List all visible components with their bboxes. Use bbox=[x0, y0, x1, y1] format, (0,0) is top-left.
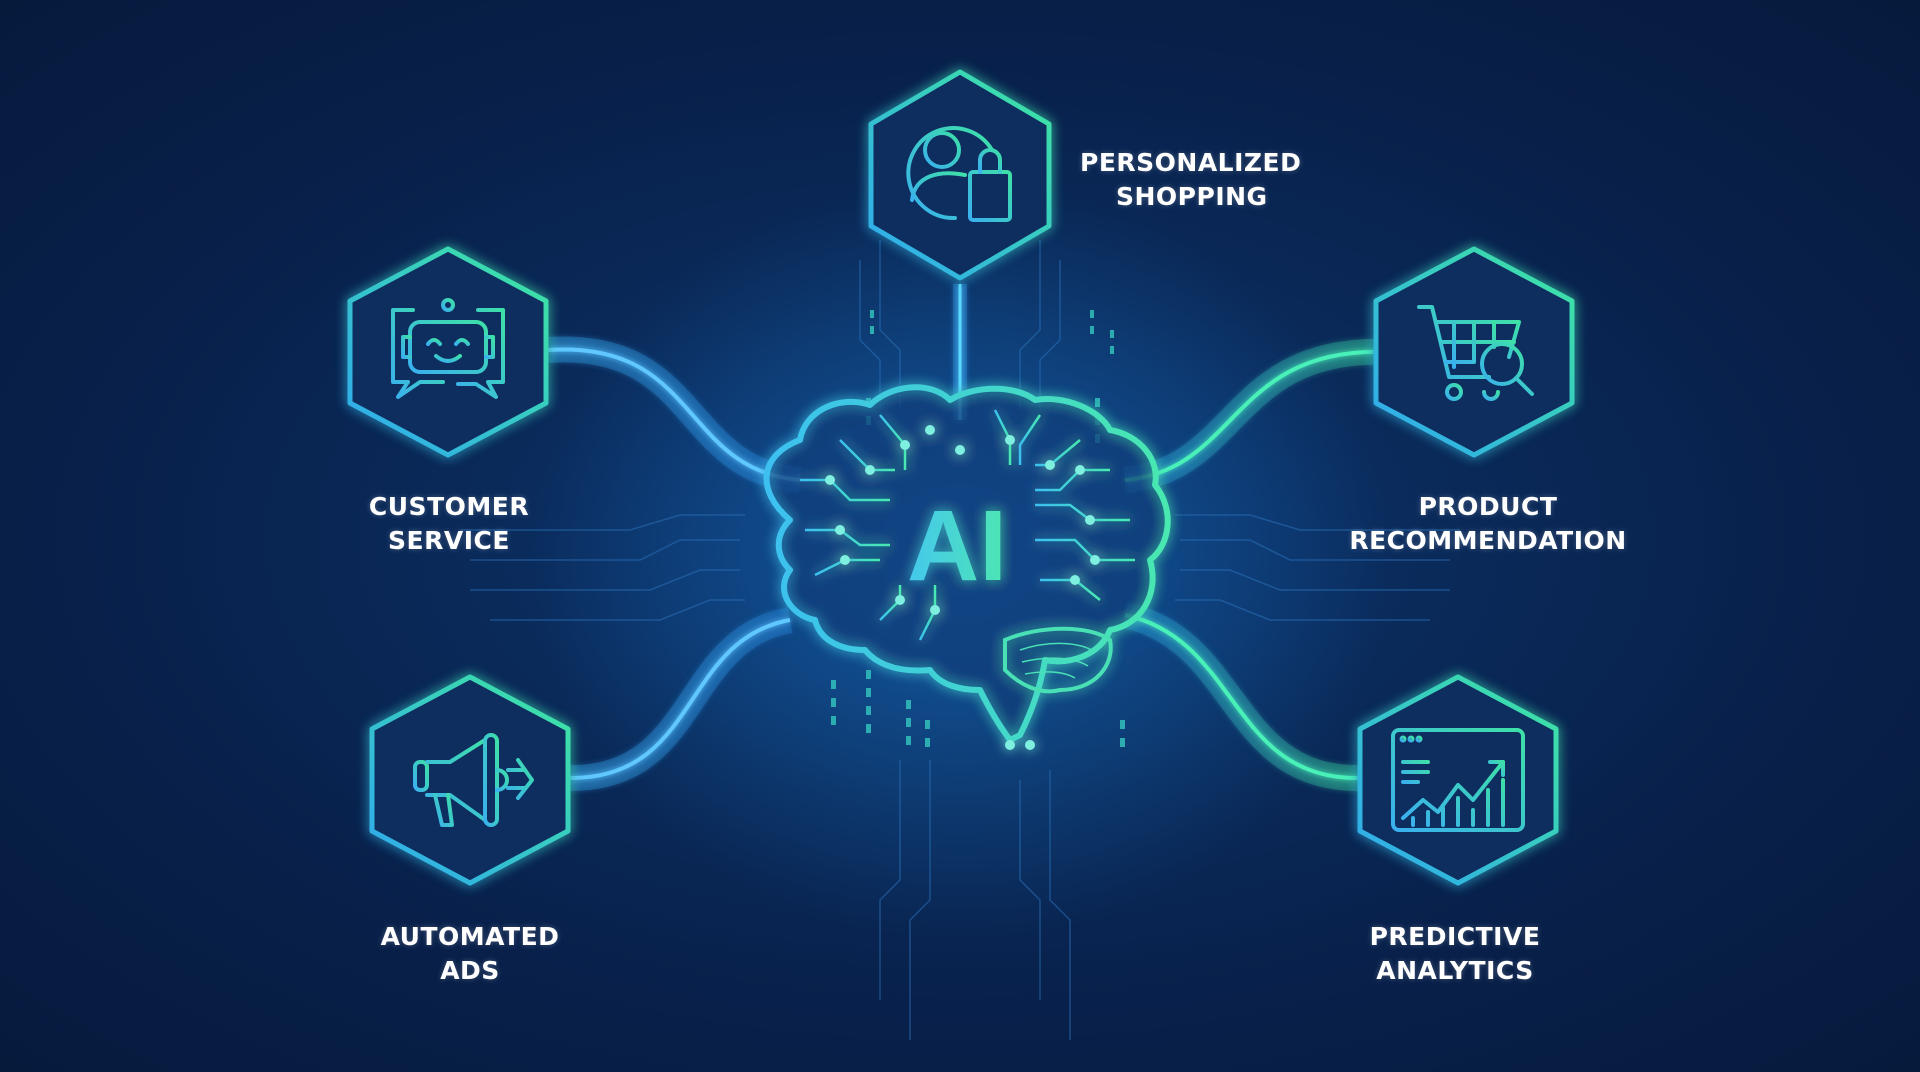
node-predictive-analytics[interactable] bbox=[1357, 674, 1559, 886]
analytics-chart-icon bbox=[1391, 728, 1525, 832]
label-personalized-shopping: PERSONALIZED SHOPPING bbox=[1080, 146, 1301, 214]
circuit-traces bbox=[460, 240, 1460, 1040]
label-line: RECOMMENDATION bbox=[1349, 526, 1627, 555]
user-shopping-bag-icon bbox=[906, 126, 1012, 222]
label-line: PREDICTIVE bbox=[1369, 922, 1541, 951]
node-customer-service[interactable] bbox=[347, 246, 549, 458]
label-line: ANALYTICS bbox=[1376, 956, 1534, 985]
node-automated-ads[interactable] bbox=[369, 674, 571, 886]
label-product-recommendation: PRODUCT RECOMMENDATION bbox=[1349, 490, 1626, 558]
label-automated-ads: AUTOMATED ADS bbox=[381, 920, 560, 988]
label-line: PRODUCT bbox=[1418, 492, 1558, 521]
cart-search-icon bbox=[1417, 305, 1534, 401]
label-predictive-analytics: PREDICTIVE ANALYTICS bbox=[1370, 920, 1541, 988]
chatbot-icon bbox=[391, 298, 505, 399]
node-personalized-shopping[interactable] bbox=[868, 69, 1052, 281]
label-line: PERSONALIZED bbox=[1080, 148, 1302, 177]
node-product-recommendation[interactable] bbox=[1373, 246, 1575, 458]
connection-cables bbox=[547, 284, 1391, 792]
label-line: SHOPPING bbox=[1116, 182, 1268, 211]
label-line: AUTOMATED bbox=[380, 922, 560, 951]
label-line: CUSTOMER bbox=[368, 492, 530, 521]
brain-circuit-icon: AI bbox=[763, 384, 1171, 750]
label-line: SERVICE bbox=[388, 526, 510, 555]
megaphone-icon bbox=[413, 733, 534, 827]
ai-center-label: AI bbox=[907, 490, 1007, 602]
label-line: ADS bbox=[440, 956, 500, 985]
label-customer-service: CUSTOMER SERVICE bbox=[369, 490, 529, 558]
